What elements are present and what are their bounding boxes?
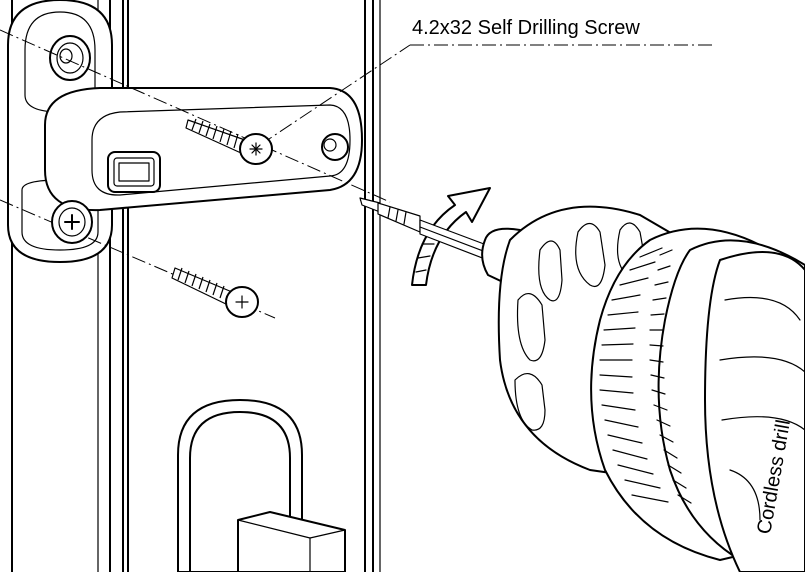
screw-label: 4.2x32 Self Drilling Screw — [412, 17, 640, 39]
window-handle — [177, 399, 346, 573]
restrictor-arm — [44, 87, 363, 212]
rotation-arrow-icon — [411, 187, 491, 286]
base-screw — [51, 200, 93, 244]
cordless-drill: Cordless drill — [481, 205, 805, 573]
loose-screw — [171, 267, 259, 318]
clutch-ribs — [599, 247, 692, 504]
upper-screw — [185, 118, 273, 165]
